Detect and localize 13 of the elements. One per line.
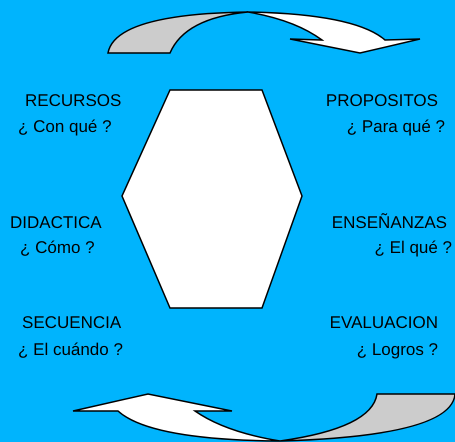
category-label: RECURSOS xyxy=(25,91,122,111)
hexagon-shape xyxy=(121,89,303,309)
question-label: ¿ Logros ? xyxy=(356,340,438,360)
question-label: ¿ Con qué ? xyxy=(18,117,112,137)
question-label: ¿ Cómo ? xyxy=(20,238,95,258)
category-label: ENSEÑANZAS xyxy=(332,213,447,233)
category-label: PROPOSITOS xyxy=(326,91,438,111)
category-label: EVALUACION xyxy=(330,313,438,333)
question-label: ¿ Para qué ? xyxy=(346,117,445,137)
question-label: ¿ El cuándo ? xyxy=(18,340,123,360)
category-label: SECUENCIA xyxy=(22,313,122,333)
category-label: DIDACTICA xyxy=(10,213,102,233)
question-label: ¿ El qué ? xyxy=(374,238,452,258)
